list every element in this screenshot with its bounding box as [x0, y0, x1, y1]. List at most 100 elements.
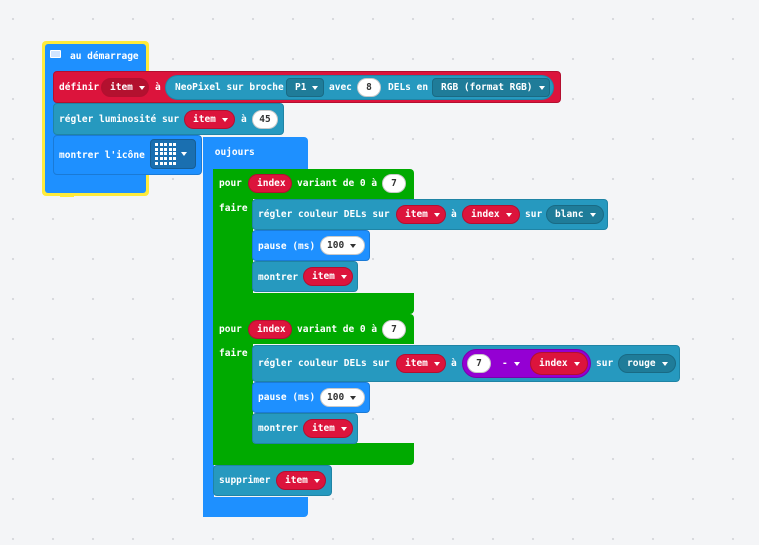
chevron-down-icon [505, 212, 512, 217]
loop2-strip-var-label: item [405, 358, 428, 369]
chevron-down-icon [340, 274, 347, 279]
loop1-index-var[interactable]: index [248, 174, 292, 193]
show-icon-label: montrer l'icône [59, 150, 145, 161]
loop2-index-var[interactable]: index [248, 320, 292, 339]
loop2-minuend: 7 [476, 358, 482, 369]
icon-dropdown[interactable] [150, 139, 196, 169]
neopixel-label: NeoPixel sur broche [175, 82, 284, 93]
loop1-color-dropdown[interactable]: blanc [546, 205, 604, 224]
loop2-end-input[interactable]: 7 [382, 320, 406, 339]
set-brightness-label: régler luminosité sur [59, 114, 180, 125]
chevron-down-icon [538, 85, 545, 90]
clear-var[interactable]: item [276, 471, 326, 490]
loop1-show-var-label: item [312, 271, 335, 282]
set-strip-var-dropdown[interactable]: item [101, 78, 149, 97]
loop1-footer [213, 293, 414, 314]
loop1-on-label: sur [525, 209, 543, 220]
loop2-index-ref[interactable]: index [530, 352, 588, 375]
chevron-down-icon [312, 85, 319, 90]
leds-in-label: DELs en [388, 82, 429, 93]
brightness-var: item [193, 114, 216, 125]
forever-spine [203, 137, 214, 517]
brightness-input[interactable]: 45 [252, 110, 278, 129]
loop1-pause-value: 100 [327, 240, 345, 251]
loop1-strip-var[interactable]: item [396, 205, 446, 224]
loop1-show-var[interactable]: item [303, 267, 353, 286]
loop2-set-color-label: régler couleur DELs sur [258, 358, 390, 369]
loop1-end: 7 [391, 178, 397, 189]
chevron-down-icon [513, 361, 520, 366]
loop2-show-label: montrer [258, 423, 299, 434]
with-label: avec [329, 82, 352, 93]
chevron-down-icon [589, 212, 596, 217]
comment-icon[interactable] [50, 50, 61, 58]
forever-label: toujours [209, 147, 255, 158]
brightness-var-dropdown[interactable]: item [184, 110, 235, 129]
chevron-down-icon [433, 212, 440, 217]
loop1-index-ref[interactable]: index [462, 205, 520, 224]
loop1-end-input[interactable]: 7 [382, 174, 406, 193]
loop2-for-label: pour [219, 324, 242, 335]
loop1-at-label: à [451, 209, 457, 220]
brightness-value: 45 [259, 114, 271, 125]
chevron-down-icon [313, 478, 320, 483]
loop2-color-dropdown[interactable]: rouge [618, 354, 676, 373]
loop2-minuend-input[interactable]: 7 [467, 354, 491, 373]
loop1-range-label: variant de 0 à [297, 178, 378, 189]
forever-header [203, 137, 308, 169]
set-brightness-block[interactable] [53, 103, 284, 135]
loop2-end: 7 [391, 324, 397, 335]
chevron-down-icon [350, 243, 357, 248]
loop1-set-color-label: régler couleur DELs sur [258, 209, 390, 220]
on-start-bottom-notch [60, 193, 74, 197]
loop1-for-label: pour [219, 178, 242, 189]
chevron-down-icon [661, 361, 668, 366]
mode-dropdown[interactable]: RGB (format RGB) [432, 78, 550, 97]
pin-value: P1 [295, 82, 307, 93]
loop2-show-var-label: item [312, 423, 335, 434]
loop1-pause-label: pause (ms) [258, 241, 316, 252]
loop2-pause-label: pause (ms) [258, 392, 316, 403]
chevron-down-icon [350, 395, 357, 400]
set-strip-to: à [155, 82, 161, 93]
loop2-pause-value: 100 [327, 392, 345, 403]
loop2-at-label: à [451, 358, 457, 369]
chevron-down-icon [433, 361, 440, 366]
on-start-label: au démarrage [70, 51, 139, 62]
loop2-show-var[interactable]: item [303, 419, 353, 438]
loop2-strip-var[interactable]: item [396, 354, 446, 373]
loop2-index: index [257, 324, 286, 335]
pin-dropdown[interactable]: P1 [286, 78, 324, 97]
brightness-to: à [241, 114, 247, 125]
loop2-index-ref-label: index [539, 358, 568, 369]
led-grid-icon [155, 143, 177, 165]
set-strip-var: item [110, 82, 133, 93]
loop2-spine [213, 314, 253, 465]
loop2-pause-input[interactable]: 100 [320, 388, 365, 407]
mode-value: RGB (format RGB) [441, 82, 533, 93]
led-count: 8 [366, 82, 372, 93]
chevron-down-icon [221, 117, 228, 122]
loop1-index-ref-label: index [471, 209, 500, 220]
loop1-spine [213, 169, 253, 314]
forever-footer [203, 497, 308, 517]
loop2-color-label: rouge [627, 358, 656, 369]
operator-dropdown[interactable]: - [498, 354, 526, 373]
chevron-down-icon [573, 361, 580, 366]
loop2-on-label: sur [596, 358, 614, 369]
chevron-down-icon [138, 85, 145, 90]
loop1-color-label: blanc [555, 209, 584, 220]
chevron-down-icon [340, 426, 347, 431]
clear-var-label: item [285, 475, 308, 486]
loop1-do-label: faire [219, 203, 248, 214]
loop1-strip-var-label: item [405, 209, 428, 220]
set-strip-label: définir [59, 82, 100, 93]
loop2-do-label: faire [219, 348, 248, 359]
chevron-down-icon [181, 152, 187, 156]
loop1-pause-input[interactable]: 100 [320, 236, 365, 255]
loop2-range-label: variant de 0 à [297, 324, 378, 335]
operator-value: - [502, 358, 508, 369]
loop1-index: index [257, 178, 286, 189]
led-count-input[interactable]: 8 [357, 78, 381, 97]
loop1-show-label: montrer [258, 272, 299, 283]
